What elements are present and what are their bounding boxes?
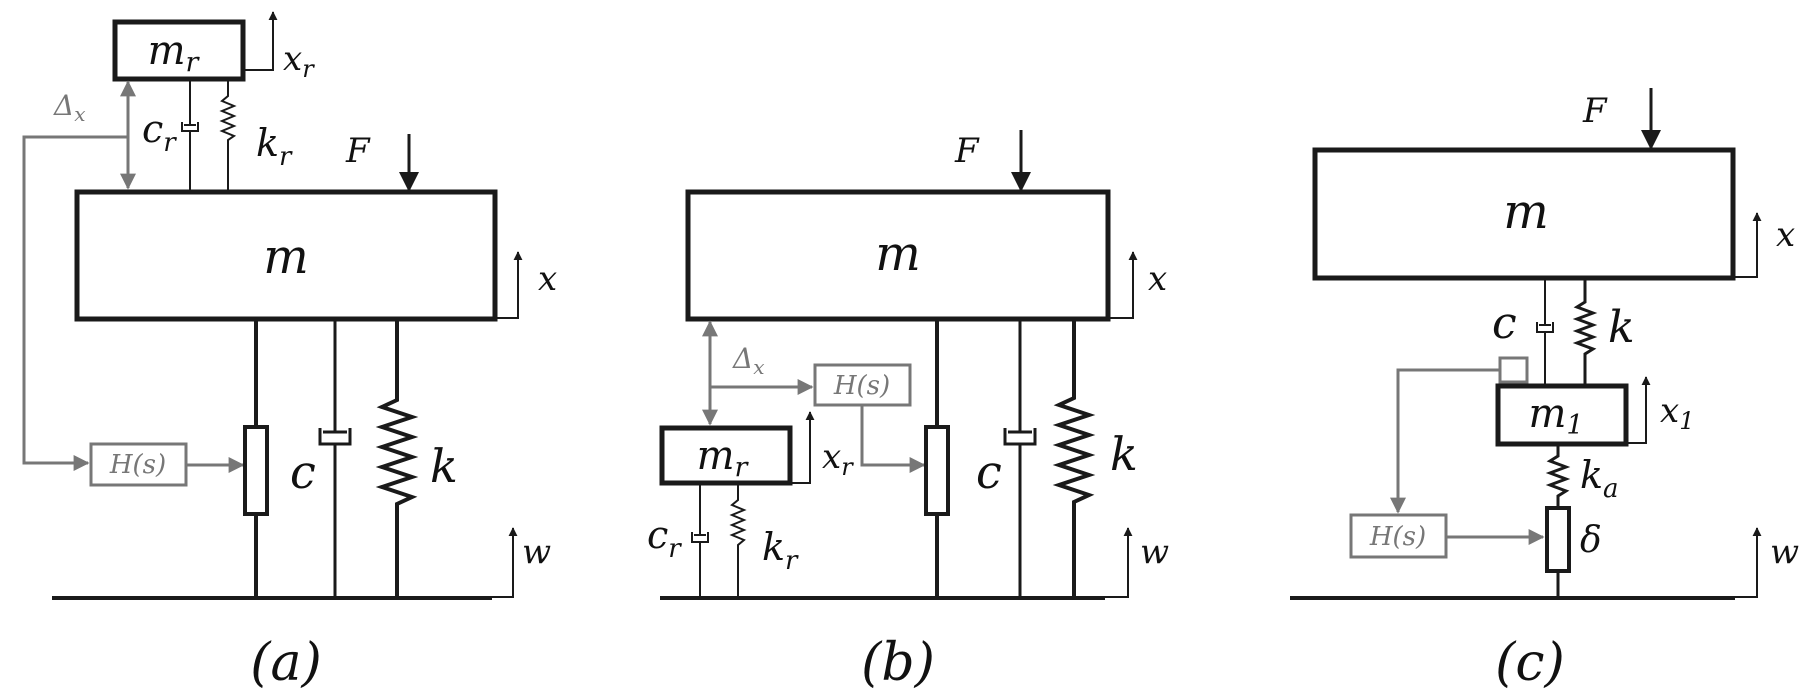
sensor-box	[1498, 356, 1529, 384]
position-label-main: x	[1148, 259, 1167, 299]
mass-label-reaction: mr	[148, 28, 201, 78]
damper	[1536, 278, 1554, 388]
ground-displacement-label: w	[522, 532, 551, 572]
ground-displacement-label: w	[1770, 532, 1799, 572]
mass-block-intermediate	[1495, 383, 1629, 447]
force-label: F	[1582, 91, 1608, 131]
mass-block-main	[74, 189, 498, 322]
position-label-main: x	[538, 259, 557, 299]
panel-caption: (b)	[861, 633, 935, 691]
damper-reaction	[181, 79, 199, 192]
mass-label-main: m	[263, 229, 309, 285]
panel-caption: (c)	[1495, 633, 1565, 691]
mass-label-main: m	[875, 226, 921, 282]
relative-displacement-label: Δx	[732, 342, 765, 379]
damper-label-reaction: cr	[647, 513, 682, 564]
mass-block-main	[1312, 147, 1736, 281]
position-arrow-reaction	[243, 11, 278, 71]
spring	[1052, 319, 1096, 598]
spring-label: k	[1110, 427, 1138, 481]
position-arrow-main	[1108, 251, 1138, 319]
spring-actuator	[1545, 444, 1571, 508]
damper-label: c	[290, 445, 316, 499]
damper	[318, 319, 352, 598]
feedback-line	[1390, 368, 1500, 514]
spring-label-reaction: kr	[256, 121, 293, 172]
spring-reaction	[729, 483, 747, 598]
controller-label: H(s)	[109, 450, 166, 480]
ground-displacement-label: w	[1140, 532, 1169, 572]
ground-displacement-arrow	[1105, 527, 1133, 598]
position-label-main: x	[1776, 215, 1795, 255]
position-arrow-intermediate	[1626, 376, 1651, 444]
spring-label: k	[1608, 302, 1635, 353]
mass-label-reaction: mr	[697, 433, 750, 483]
damper	[1003, 319, 1037, 598]
position-label-intermediate: x1	[1660, 391, 1694, 435]
panel-caption: (a)	[250, 633, 322, 691]
damper-label-reaction: cr	[142, 107, 177, 158]
panel-a: m mr xr cr kr F Δx H(s)	[22, 11, 557, 691]
position-label-reaction: xr	[822, 437, 854, 481]
panel-c: F m x c k m1 x1 ka	[1290, 88, 1799, 691]
position-arrow-reaction	[790, 411, 815, 484]
mass-label-intermediate: m1	[1528, 391, 1583, 441]
controller-label: H(s)	[1369, 522, 1426, 552]
ground-displacement-arrow	[1735, 527, 1762, 598]
damper-reaction	[691, 483, 709, 598]
controller-output-arrow	[860, 405, 926, 473]
position-label-reaction: xr	[283, 39, 315, 83]
mass-block-reaction	[659, 425, 793, 486]
position-arrow-main	[495, 251, 523, 319]
spring-label-reaction: kr	[762, 525, 799, 576]
spring	[1572, 278, 1598, 386]
force-label: F	[954, 131, 980, 171]
actuator	[924, 319, 950, 598]
panel-b: m F x Δx H(s) mr xr cr kr	[647, 130, 1169, 691]
feedback-line	[22, 135, 128, 471]
ground-displacement-arrow	[492, 527, 518, 598]
position-arrow-main	[1733, 212, 1762, 278]
damper-label: c	[976, 445, 1002, 499]
relative-displacement-label: Δx	[53, 89, 86, 126]
mass-label-main: m	[1503, 184, 1549, 240]
spring-label: k	[430, 439, 458, 493]
spring	[375, 319, 419, 598]
damper-label: c	[1492, 298, 1517, 349]
spring-reaction	[219, 79, 237, 192]
mass-block-main	[685, 189, 1111, 322]
controller-label: H(s)	[833, 371, 890, 401]
actuator	[243, 319, 269, 598]
force-label: F	[345, 131, 371, 171]
spring-label-actuator: ka	[1580, 453, 1619, 504]
actuator	[1545, 506, 1571, 598]
mass-block-reaction	[112, 19, 246, 82]
actuator-label: δ	[1580, 520, 1602, 561]
